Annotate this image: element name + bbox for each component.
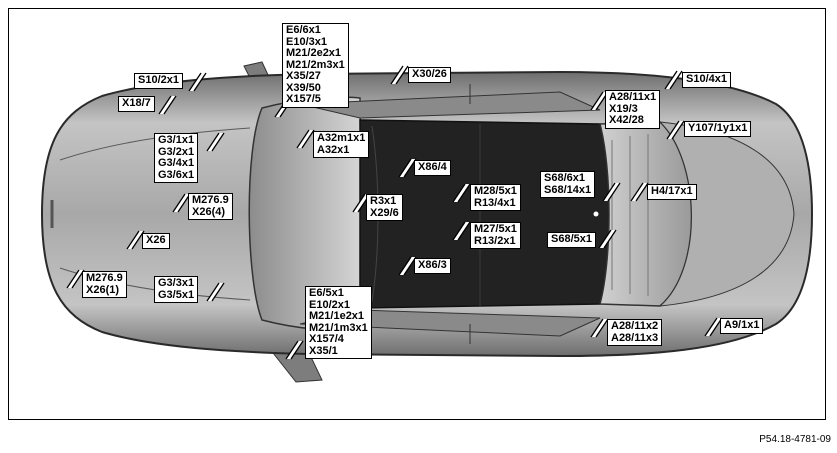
connector-code: G3/5x1 (158, 288, 195, 301)
callout-pointer-c11 (602, 182, 621, 202)
callout-label-c05: S10/4x1 (682, 72, 731, 88)
callout-label-c12: H4/17x1 (647, 184, 697, 200)
connector-code: G3/3x1 (158, 277, 195, 289)
callout-label-c10: X86/4 (414, 160, 451, 176)
callout-pointer-c18 (598, 229, 617, 249)
connector-code: A32m1x1 (317, 132, 366, 144)
connector-code: R13/4x1 (474, 196, 516, 209)
callout-label-c19: X86/3 (414, 258, 451, 274)
connector-code: E10/2x1 (309, 298, 350, 311)
connector-code: A9/1x1 (724, 319, 760, 331)
connector-code: A28/11x3 (611, 331, 659, 344)
callout-pointer-c15 (452, 183, 471, 203)
connector-code: S68/5x1 (551, 233, 592, 245)
connector-code: G3/1x1 (158, 134, 195, 146)
callout-pointer-c12 (630, 182, 649, 202)
connector-code: M21/2m3x1 (286, 58, 345, 71)
callout-label-c07: Y107/1y1x1 (684, 121, 752, 137)
connector-code: E6/6x1 (286, 24, 321, 36)
connector-code: S68/14x1 (544, 183, 592, 196)
connector-code: G3/2x1 (158, 145, 195, 158)
connector-code: M27/5x1 (474, 223, 517, 235)
connector-code: A28/11x1 (609, 91, 657, 103)
connector-code: H4/17x1 (651, 185, 693, 197)
connector-code: E10/3x1 (286, 35, 327, 48)
callout-label-c17: X26 (142, 233, 170, 249)
callout-label-c03: X18/7 (118, 96, 155, 112)
connector-code: A28/11x2 (611, 320, 659, 332)
connector-code: X86/4 (418, 161, 447, 173)
callout-pointer-c03 (158, 95, 177, 115)
callout-pointer-c02 (188, 72, 207, 92)
connector-code: E6/5x1 (309, 287, 344, 299)
callout-label-c04: X30/26 (408, 67, 451, 83)
connector-code: M276.9 (192, 194, 229, 206)
callout-pointer-c21 (206, 282, 225, 302)
connector-code: R13/2x1 (474, 234, 516, 247)
callout-label-c24: A9/1x1 (720, 318, 764, 334)
connector-code: M21/1e2x1 (309, 310, 365, 322)
callout-pointer-c09 (206, 132, 225, 152)
callout-pointer-c07 (666, 120, 685, 140)
connector-code: S10/4x1 (686, 73, 727, 85)
connector-code: A32x1 (317, 143, 350, 156)
connector-code: X86/3 (418, 259, 447, 271)
callout-pointer-c23 (590, 318, 609, 338)
figure-reference-code: P54.18-4781-09 (759, 434, 831, 445)
callout-pointer-c22 (285, 340, 304, 360)
connector-code: X26(1) (86, 283, 120, 296)
connector-code: S68/6x1 (544, 172, 585, 184)
connector-code: M28/5x1 (474, 185, 517, 197)
connector-code: X19/3 (609, 102, 638, 115)
connector-code: X18/7 (122, 97, 151, 109)
callout-pointer-c16 (452, 221, 471, 241)
connector-code: G3/4x1 (158, 157, 195, 169)
connector-code: M276.9 (86, 272, 123, 284)
callout-pointer-c08 (296, 129, 315, 149)
connector-code: X26 (146, 234, 166, 246)
callout-pointer-c05 (664, 70, 683, 90)
connector-code: X42/28 (609, 114, 644, 126)
connector-code: X29/6 (370, 206, 399, 219)
connector-code: X35/27 (286, 70, 321, 82)
callout-label-c02: S10/2x1 (134, 73, 183, 89)
connector-code: X26(4) (192, 205, 226, 218)
connector-code: X30/26 (412, 68, 447, 80)
connector-code: X35/1 (309, 344, 338, 357)
callout-label-c18: S68/5x1 (547, 232, 596, 248)
connector-code: R3x1 (370, 195, 397, 207)
connector-code: Y107/1y1x1 (688, 122, 748, 134)
connector-code: S10/2x1 (138, 74, 179, 86)
connector-code: X157/5 (286, 93, 321, 105)
connector-code: X157/4 (309, 333, 344, 345)
connector-code: M21/2e2x1 (286, 47, 342, 59)
connector-code: M21/1m3x1 (309, 321, 368, 334)
connector-code: X39/50 (286, 81, 321, 94)
connector-code: G3/6x1 (158, 168, 195, 181)
callout-pointer-c04 (390, 65, 409, 85)
car-body (40, 61, 814, 383)
